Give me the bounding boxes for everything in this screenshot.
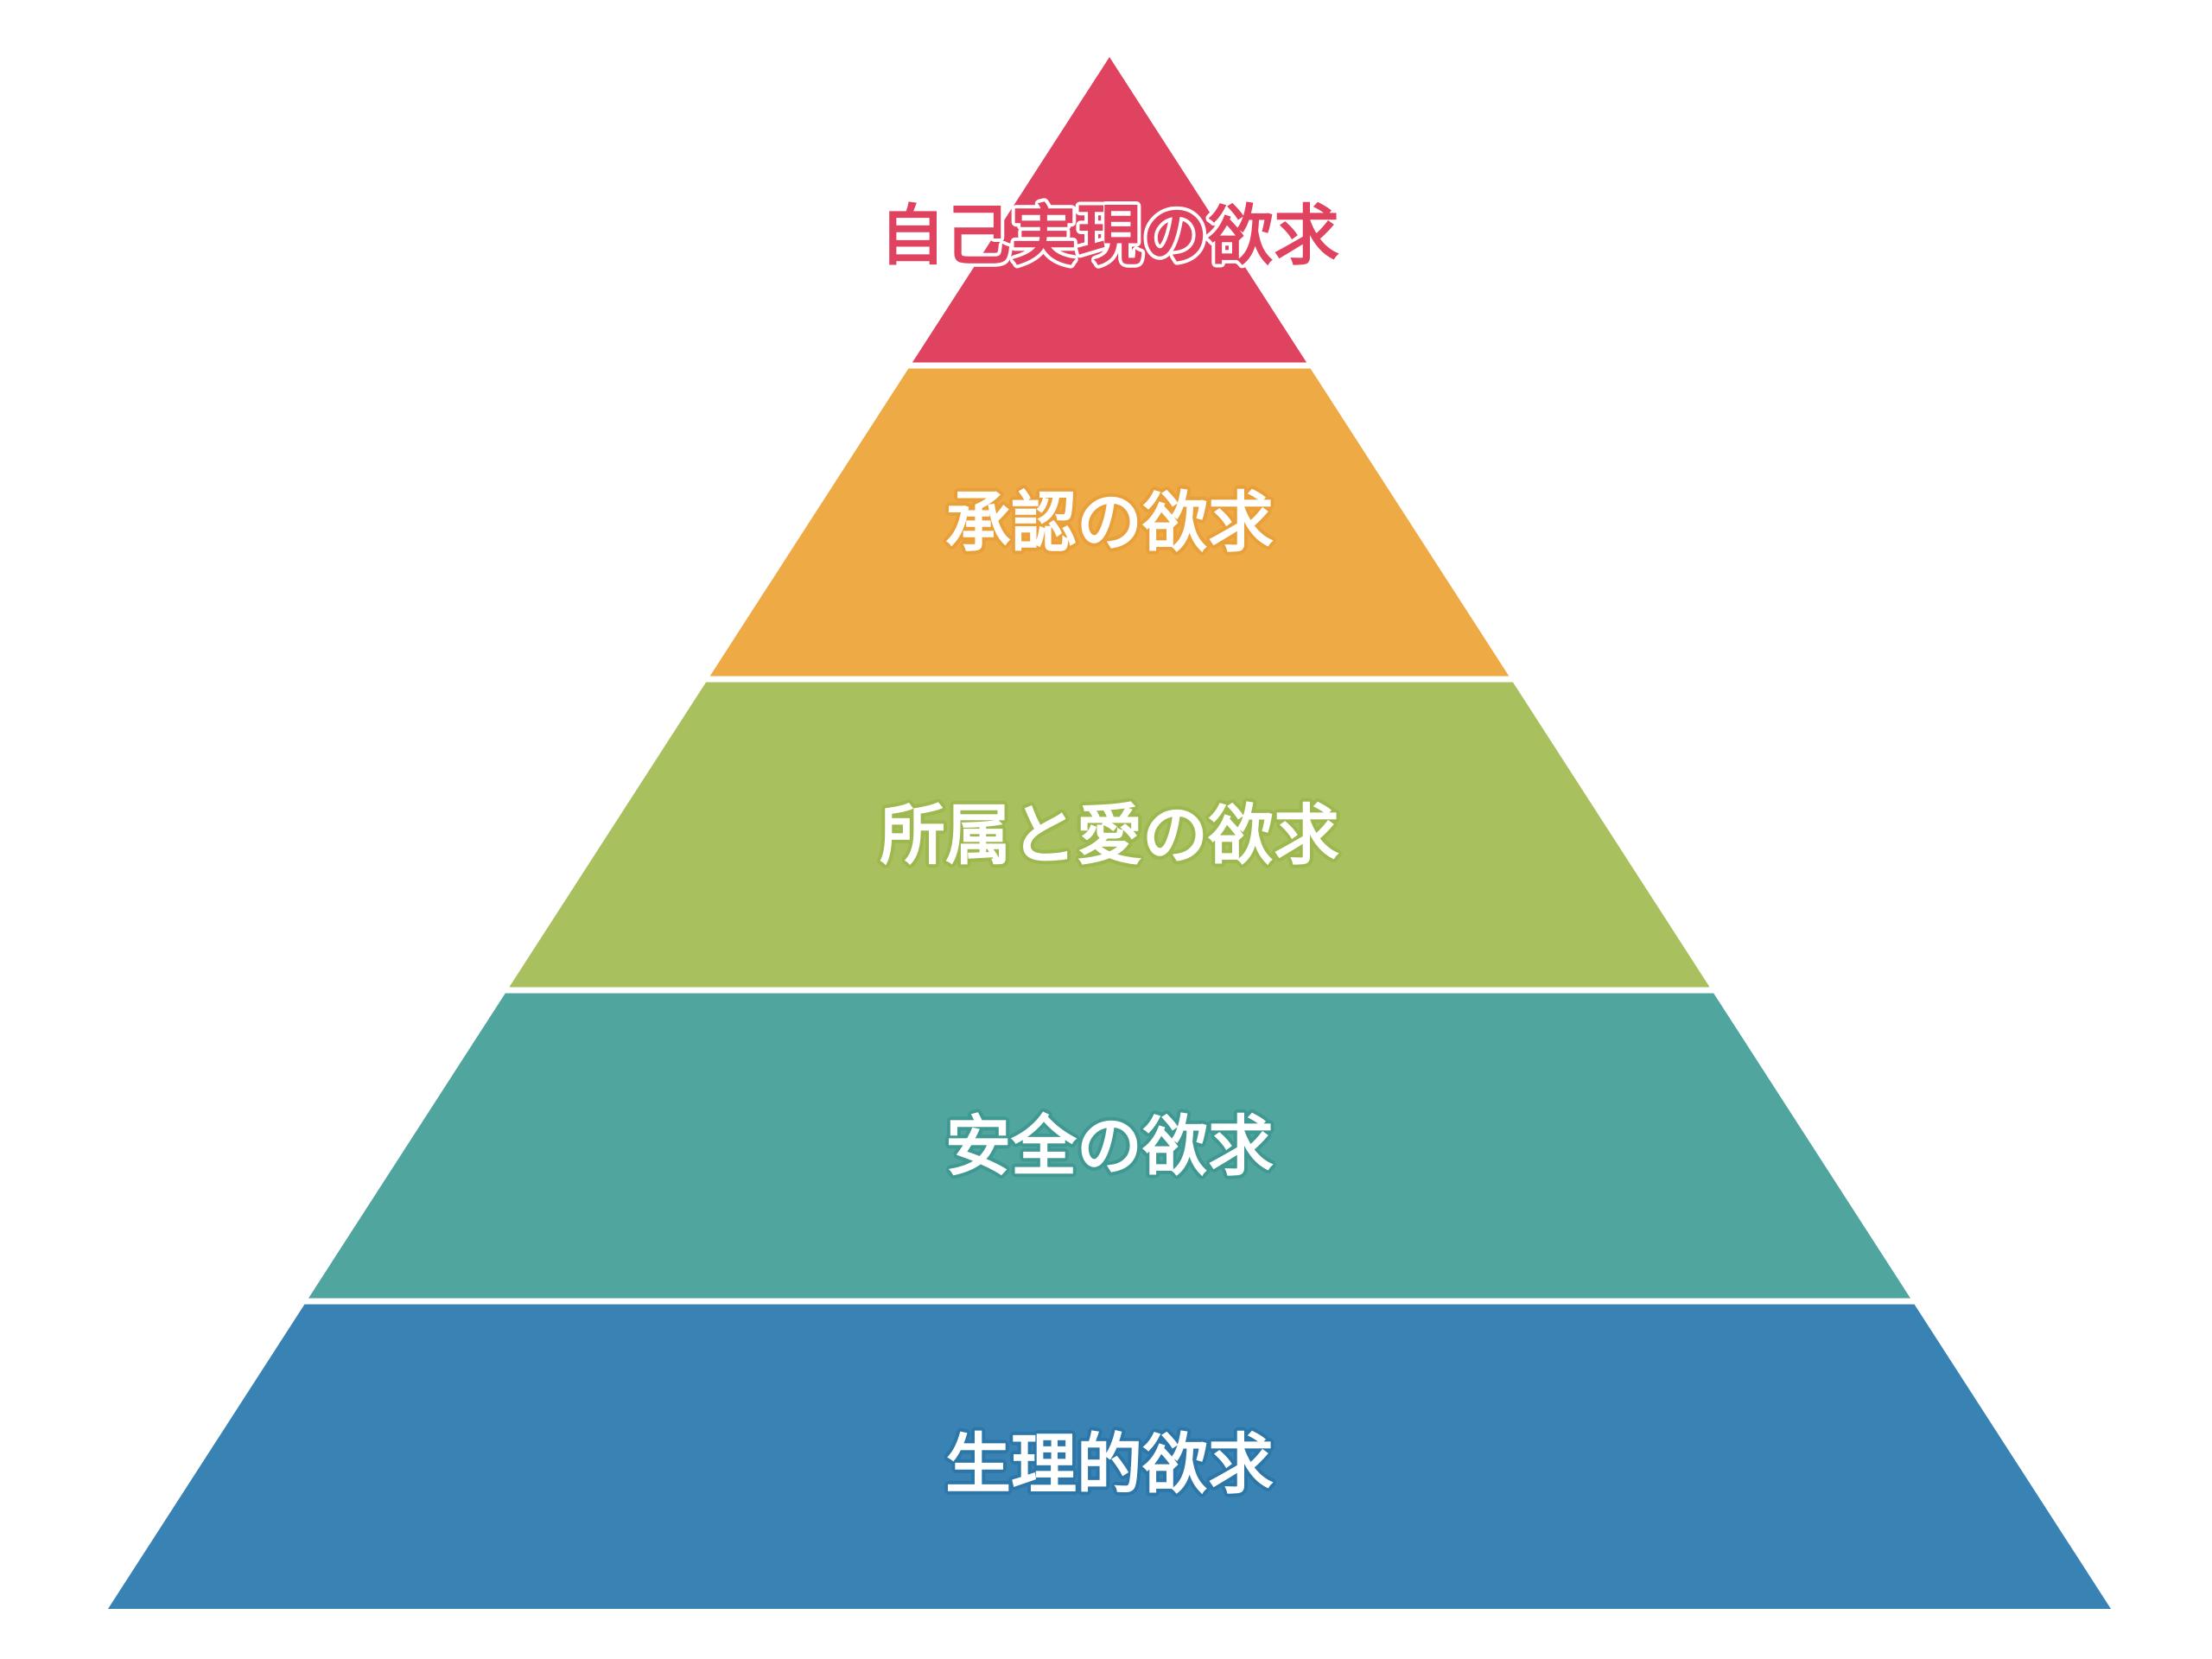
- tier-label-self-actualization: 自己実現の欲求: [880, 197, 1339, 274]
- pyramid-labels: 自己実現の欲求 承認の欲求 所属と愛の欲求 安全の欲求 生理的欲求: [876, 194, 1343, 1506]
- tier-label-esteem: 承認の欲求: [945, 484, 1274, 561]
- tier-love-belonging: [509, 682, 1710, 988]
- tier-label-love-belonging: 所属と愛の欲求: [880, 797, 1339, 874]
- tier-physiological: [108, 1304, 2111, 1609]
- tier-self-actualization: [912, 57, 1307, 363]
- tier-label-safety: 安全の欲求: [945, 1108, 1274, 1185]
- pyramid-tiers: [108, 57, 2111, 1609]
- tier-label-physiological: 生理的欲求: [945, 1426, 1274, 1503]
- tier-safety: [308, 993, 1911, 1299]
- tier-esteem: [709, 368, 1510, 677]
